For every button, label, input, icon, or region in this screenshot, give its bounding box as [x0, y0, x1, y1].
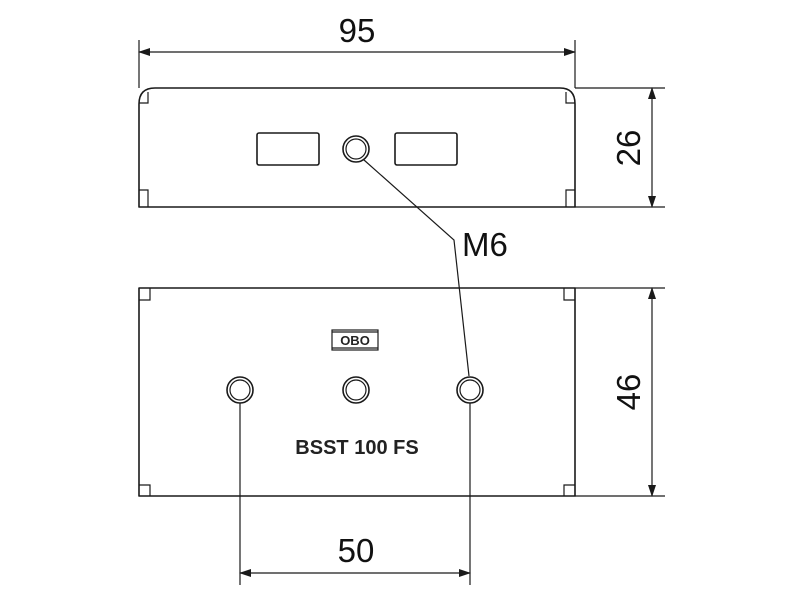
bottom-tab-tl — [139, 288, 151, 301]
top-slot-right — [394, 132, 458, 166]
obo-logo: OBO — [331, 329, 379, 351]
dimension-26-label: 26 — [610, 130, 647, 167]
top-corner-detail-left — [139, 92, 149, 104]
dimension-95: 95 — [138, 12, 576, 88]
bottom-hole-left — [226, 376, 254, 404]
m6-callout: M6 — [363, 159, 508, 377]
top-view-outline — [138, 87, 576, 208]
m6-leader-line — [363, 159, 470, 377]
dimension-50-label: 50 — [338, 532, 375, 569]
bottom-tab-br — [563, 484, 575, 496]
dimension-46: 46 — [575, 287, 665, 497]
bottom-hole-right — [456, 376, 484, 404]
dimension-50: 50 — [239, 403, 471, 585]
top-view — [138, 87, 576, 208]
part-number-label: BSST 100 FS — [295, 437, 418, 459]
bottom-view-outline — [138, 287, 576, 497]
bottom-hole-center — [342, 376, 370, 404]
logo-text: OBO — [340, 333, 370, 348]
dimension-46-label: 46 — [610, 374, 647, 411]
m6-label: M6 — [462, 226, 508, 263]
top-tab-right — [565, 189, 575, 207]
bottom-tab-bl — [139, 484, 151, 496]
dimension-26: 26 — [575, 87, 665, 208]
top-slot-left — [256, 132, 320, 166]
bottom-view: OBO BSST 100 FS — [138, 287, 576, 497]
dimension-95-label: 95 — [339, 12, 376, 49]
top-corner-detail-right — [565, 92, 575, 104]
top-tab-left — [139, 189, 149, 207]
bottom-tab-tr — [563, 288, 575, 301]
top-center-hole — [342, 135, 370, 163]
